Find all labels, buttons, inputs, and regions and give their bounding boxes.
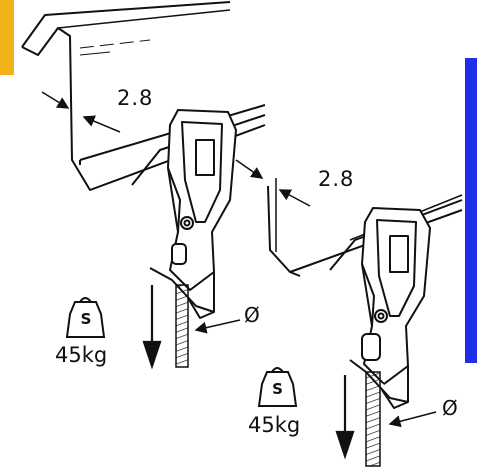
left-purlin (21, 1, 266, 191)
left-weight-letter: S (80, 310, 92, 328)
left-load-arrow (142, 285, 162, 370)
right-diameter-symbol: Ø (442, 396, 458, 420)
right-thickness-dimension (235, 159, 311, 207)
right-thickness-label: 2.8 (318, 167, 355, 191)
right-weight-icon (257, 367, 298, 407)
right-diameter-leader (388, 411, 437, 428)
left-thickness-dimension (41, 91, 121, 133)
yellow-edge-tab (0, 0, 14, 75)
right-weight-letter: S (272, 380, 283, 398)
right-load-label: 45kg (248, 413, 301, 437)
left-weight-icon (65, 297, 106, 338)
left-diameter-symbol: Ø (244, 303, 260, 327)
left-load-label: 45kg (55, 343, 108, 367)
right-threaded-rod (365, 371, 381, 467)
left-clip (149, 109, 237, 319)
left-threaded-rod (175, 284, 189, 368)
right-load-arrow (335, 375, 355, 460)
blue-edge-panel (465, 58, 477, 363)
left-thickness-label: 2.8 (117, 86, 154, 110)
left-diameter-leader (194, 319, 241, 334)
